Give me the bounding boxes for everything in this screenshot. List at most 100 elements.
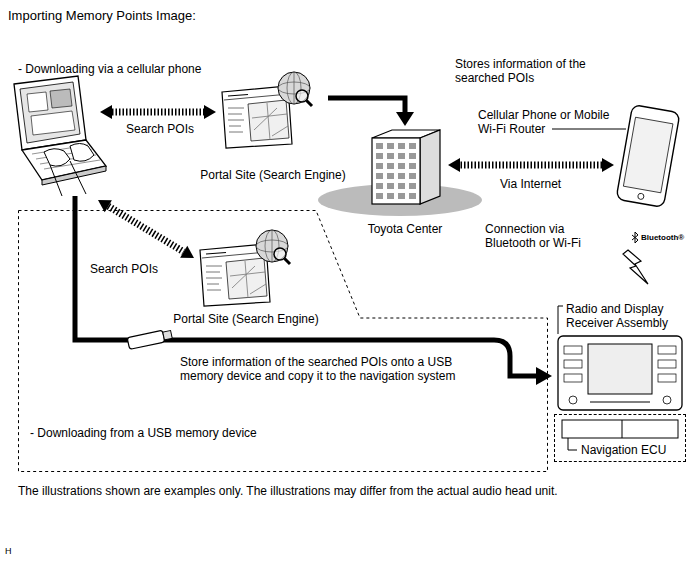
usb-download-region: - Downloading from a USB memory devicePo… (18, 210, 548, 472)
node-label: Cellular Phone or Mobile Wi-Fi Router (478, 108, 610, 136)
cellular-phone-illustration (616, 105, 680, 208)
laptop-illustration (44, 149, 70, 166)
connector-line (460, 162, 602, 169)
bracket-line (558, 306, 563, 334)
radio-display-receiver (590, 402, 650, 403)
navigation-ecu-node: Navigation ECU (554, 414, 686, 462)
note-text: Stores information of the searched POIs (455, 57, 625, 85)
radio-display-receiver (564, 346, 582, 354)
radio-display-receiver (663, 396, 671, 404)
caption-note: The illustrations shown are examples onl… (18, 484, 558, 498)
radio-display-receiver (564, 360, 582, 368)
receiver-node: Radio and Display Receiver Assembly (554, 332, 686, 414)
building-window (376, 193, 383, 199)
leader-line (552, 129, 626, 130)
navigation-ecu-illustration (622, 420, 623, 438)
building-window (409, 143, 416, 149)
radio-display-receiver (569, 396, 577, 404)
node-label: Radio and Display Receiver Assembly (566, 302, 684, 330)
building-window (398, 143, 405, 149)
search-arrow (204, 105, 216, 119)
building-window (409, 163, 416, 169)
building-window (376, 163, 383, 169)
arrow-label: Search POIs (90, 262, 158, 276)
cellular-phone-illustration (637, 193, 644, 200)
radio-display-receiver (658, 360, 676, 368)
building-window (376, 183, 383, 189)
building-window (398, 163, 405, 169)
region-outline (19, 211, 548, 472)
node-label: Navigation ECU (581, 443, 666, 457)
connector-label: Via Internet (500, 177, 561, 191)
building-window (398, 193, 405, 199)
portal-site-node: Portal Site (Search Engine) (218, 62, 328, 154)
building-window (409, 183, 416, 189)
arrowhead (396, 112, 414, 126)
search-arrow (112, 109, 204, 116)
cellular-phone-illustration (616, 105, 680, 208)
diagram-title: Importing Memory Points Image: (8, 8, 196, 24)
laptop-illustration (70, 144, 94, 162)
laptop-illustration (20, 82, 80, 143)
laptop-illustration (14, 76, 86, 150)
figure-code: H (5, 546, 12, 557)
radio-display-receiver (558, 336, 682, 410)
building-window (376, 143, 383, 149)
navigation-ecu-illustration (568, 438, 577, 450)
laptop-illustration (31, 111, 75, 135)
search-arrow (98, 105, 216, 258)
node-label: Portal Site (Search Engine) (156, 312, 336, 326)
arrowhead (448, 158, 460, 172)
node-label: Portal Site (Search Engine) (183, 168, 363, 182)
section-heading: - Downloading via a cellular phone (18, 62, 201, 76)
building-window (387, 193, 394, 199)
building-window (387, 153, 394, 159)
building-window (387, 163, 394, 169)
laptop-illustration (27, 92, 48, 112)
connector-arrow (448, 158, 614, 172)
cellular-phone-illustration (623, 117, 673, 193)
building-window (376, 153, 383, 159)
arrow-label: Search POIs (126, 122, 194, 136)
building-window (398, 153, 405, 159)
connector-arrow (328, 98, 414, 126)
search-arrow (180, 246, 194, 258)
building-window (409, 193, 416, 199)
usb-transfer-arrow (75, 196, 538, 376)
portal-site-illustration (200, 230, 290, 306)
phone-node: Cellular Phone or Mobile Wi-Fi Router (614, 104, 680, 210)
laptop-illustration (50, 161, 86, 196)
usb-memory-illustration (127, 329, 173, 350)
building-window (409, 173, 416, 179)
usb-transfer-arrow (75, 196, 552, 385)
building-window (409, 153, 416, 159)
radio-display-receiver (558, 336, 682, 410)
portal-site-node: Portal Site (Search Engine) (196, 226, 296, 310)
toyota-center-building (372, 138, 420, 204)
radio-display-receiver (658, 374, 676, 382)
navigation-ecu-illustration (562, 420, 678, 438)
radio-display-receiver (564, 374, 582, 382)
toyota-center-building (420, 130, 440, 204)
arrow-label: Store information of the searched POIs o… (180, 355, 495, 383)
bluetooth-logo (632, 232, 638, 243)
wireless-symbol (623, 250, 648, 284)
connector-line (328, 98, 405, 112)
radio-display-receiver (588, 344, 652, 394)
building-window (387, 173, 394, 179)
laptop-illustration (50, 89, 72, 108)
building-window (376, 173, 383, 179)
building-window (387, 183, 394, 189)
building-window (398, 183, 405, 189)
note-text: Connection via Bluetooth or Wi-Fi (485, 222, 600, 250)
search-arrow (100, 105, 112, 119)
building-window (387, 143, 394, 149)
usb-memory-illustration (127, 330, 165, 349)
search-arrow (108, 206, 183, 252)
radio-display-receiver (658, 346, 676, 354)
node-label: Toyota Center (350, 222, 460, 236)
arrowhead (602, 158, 614, 172)
usb-transfer-arrow (536, 367, 552, 385)
toyota-center-node: Toyota Center (362, 126, 448, 210)
